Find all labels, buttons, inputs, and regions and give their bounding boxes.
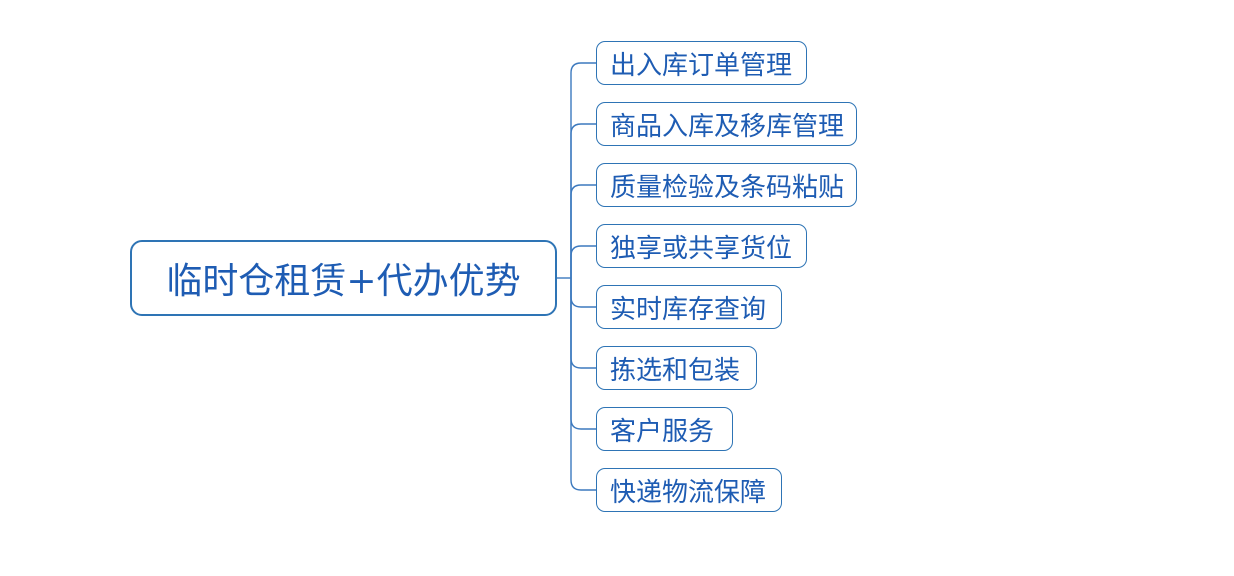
branch-node-storage-slot[interactable]: 独享或共享货位 bbox=[596, 224, 807, 268]
branch-node-picking-packing[interactable]: 拣选和包装 bbox=[596, 346, 757, 390]
branch-node-label: 客户服务 bbox=[610, 416, 715, 447]
branch-node-label: 快递物流保障 bbox=[610, 477, 767, 508]
branch-node-label: 拣选和包装 bbox=[610, 355, 741, 386]
connector-line bbox=[570, 62, 596, 278]
branch-node-label: 出入库订单管理 bbox=[610, 50, 793, 81]
connector-line bbox=[570, 245, 596, 278]
branch-node-label: 商品入库及移库管理 bbox=[610, 111, 845, 142]
connector-line bbox=[570, 123, 596, 278]
root-node-label: 临时仓租赁+代办优势 bbox=[166, 261, 521, 302]
connector-line bbox=[570, 184, 596, 278]
branch-node-label: 质量检验及条码粘贴 bbox=[610, 172, 845, 203]
connector-line bbox=[570, 278, 596, 369]
branch-node-label: 实时库存查询 bbox=[610, 294, 767, 325]
branch-node-order-management[interactable]: 出入库订单管理 bbox=[596, 41, 807, 85]
branch-node-label: 独享或共享货位 bbox=[610, 233, 793, 264]
connector-line bbox=[570, 278, 596, 491]
branch-node-logistics-guarantee[interactable]: 快递物流保障 bbox=[596, 468, 782, 512]
connector-line bbox=[570, 278, 596, 430]
root-node[interactable]: 临时仓租赁+代办优势 bbox=[130, 240, 557, 316]
branch-node-quality-barcode[interactable]: 质量检验及条码粘贴 bbox=[596, 163, 857, 207]
branch-node-realtime-inventory[interactable]: 实时库存查询 bbox=[596, 285, 782, 329]
connector-line bbox=[570, 278, 596, 308]
branch-node-customer-service[interactable]: 客户服务 bbox=[596, 407, 733, 451]
branch-node-inbound-relocation[interactable]: 商品入库及移库管理 bbox=[596, 102, 857, 146]
